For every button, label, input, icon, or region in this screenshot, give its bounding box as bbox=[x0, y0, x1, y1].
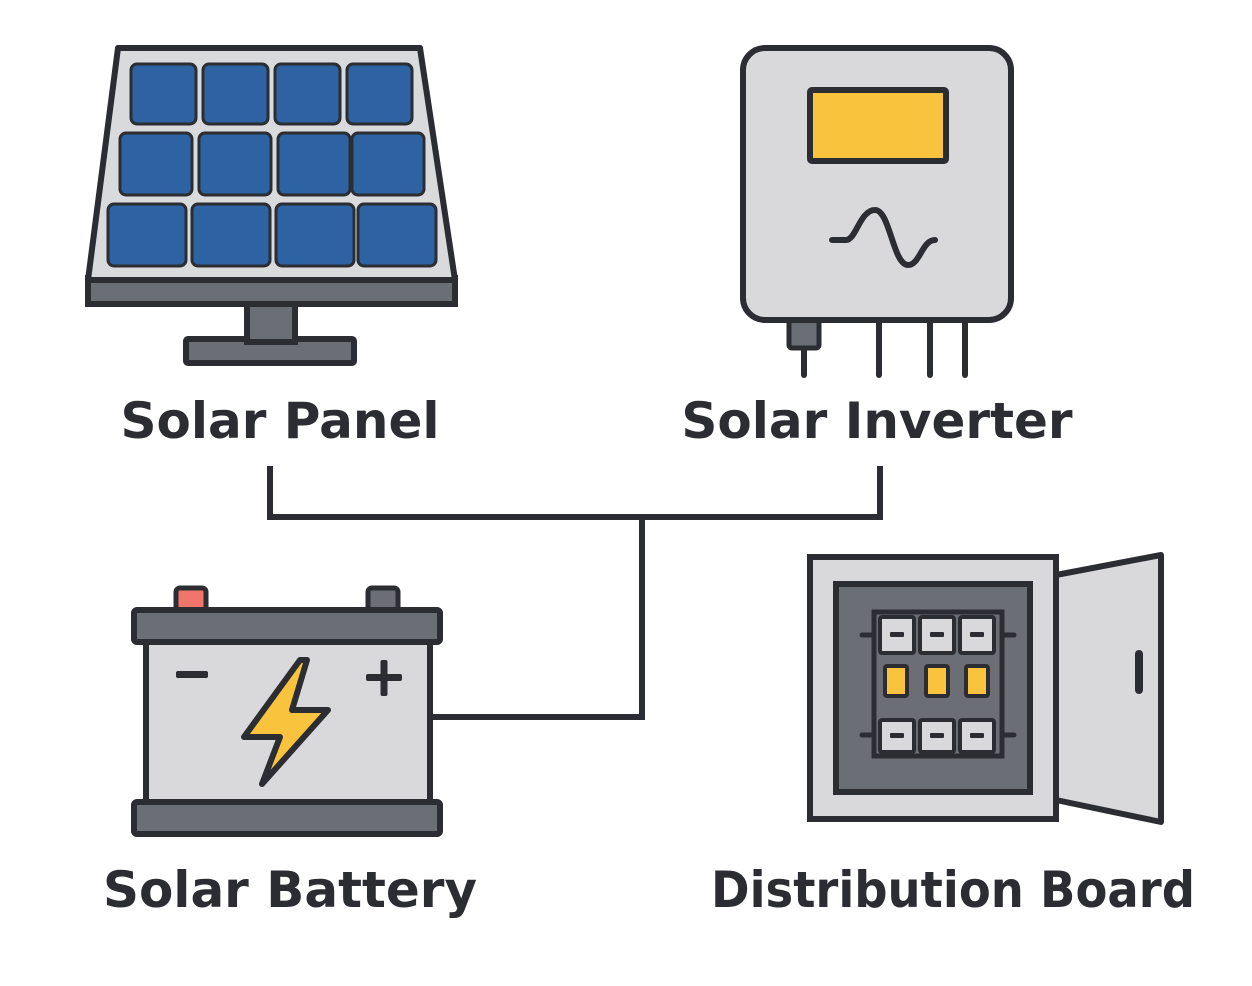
battery-icon bbox=[131, 585, 443, 837]
solar-inverter-label: Solar Inverter bbox=[681, 392, 1072, 450]
solar-panel-label: Solar Panel bbox=[121, 392, 440, 450]
panel-cell bbox=[350, 131, 426, 197]
panel-cell bbox=[197, 131, 273, 197]
panel-cell bbox=[356, 202, 438, 268]
battery-top-cap bbox=[131, 607, 443, 645]
solar-panel-icon bbox=[85, 45, 458, 366]
breaker-toggle bbox=[883, 664, 909, 698]
panel-cells bbox=[106, 62, 438, 268]
board-door bbox=[1053, 552, 1164, 825]
panel-cell bbox=[201, 62, 270, 126]
panel-cell bbox=[118, 131, 194, 197]
battery-plus-symbol bbox=[366, 660, 402, 696]
breaker-marks-bottom bbox=[890, 733, 984, 738]
junction-to-battery-line bbox=[432, 517, 645, 720]
solar-battery-label: Solar Battery bbox=[103, 861, 477, 919]
panel-cell bbox=[345, 62, 414, 126]
breaker-toggle bbox=[964, 664, 990, 698]
panel-cell bbox=[274, 202, 356, 268]
inverter-display bbox=[807, 87, 949, 164]
panel-cell bbox=[106, 202, 188, 268]
panel-cell bbox=[273, 62, 342, 126]
board-door-handle bbox=[1135, 650, 1143, 694]
lightning-bolt-icon bbox=[241, 657, 331, 787]
board-rail-ticks bbox=[859, 632, 1017, 738]
battery-bottom-cap bbox=[131, 799, 443, 837]
sine-wave-icon bbox=[829, 207, 938, 268]
battery-minus-symbol bbox=[176, 671, 208, 678]
connection-lines bbox=[267, 466, 883, 720]
breaker-toggle bbox=[924, 664, 950, 698]
panel-cell bbox=[129, 62, 198, 126]
distribution-board-label: Distribution Board bbox=[711, 861, 1195, 919]
breaker-toggles bbox=[883, 664, 990, 698]
panel-cell bbox=[190, 202, 272, 268]
inverter-connectors bbox=[801, 315, 968, 378]
breaker-marks bbox=[890, 632, 984, 637]
panel-cell bbox=[276, 131, 352, 197]
distribution-board-icon bbox=[807, 552, 1164, 825]
panel-to-inverter-line bbox=[267, 466, 883, 520]
solar-inverter-icon bbox=[740, 45, 1014, 378]
